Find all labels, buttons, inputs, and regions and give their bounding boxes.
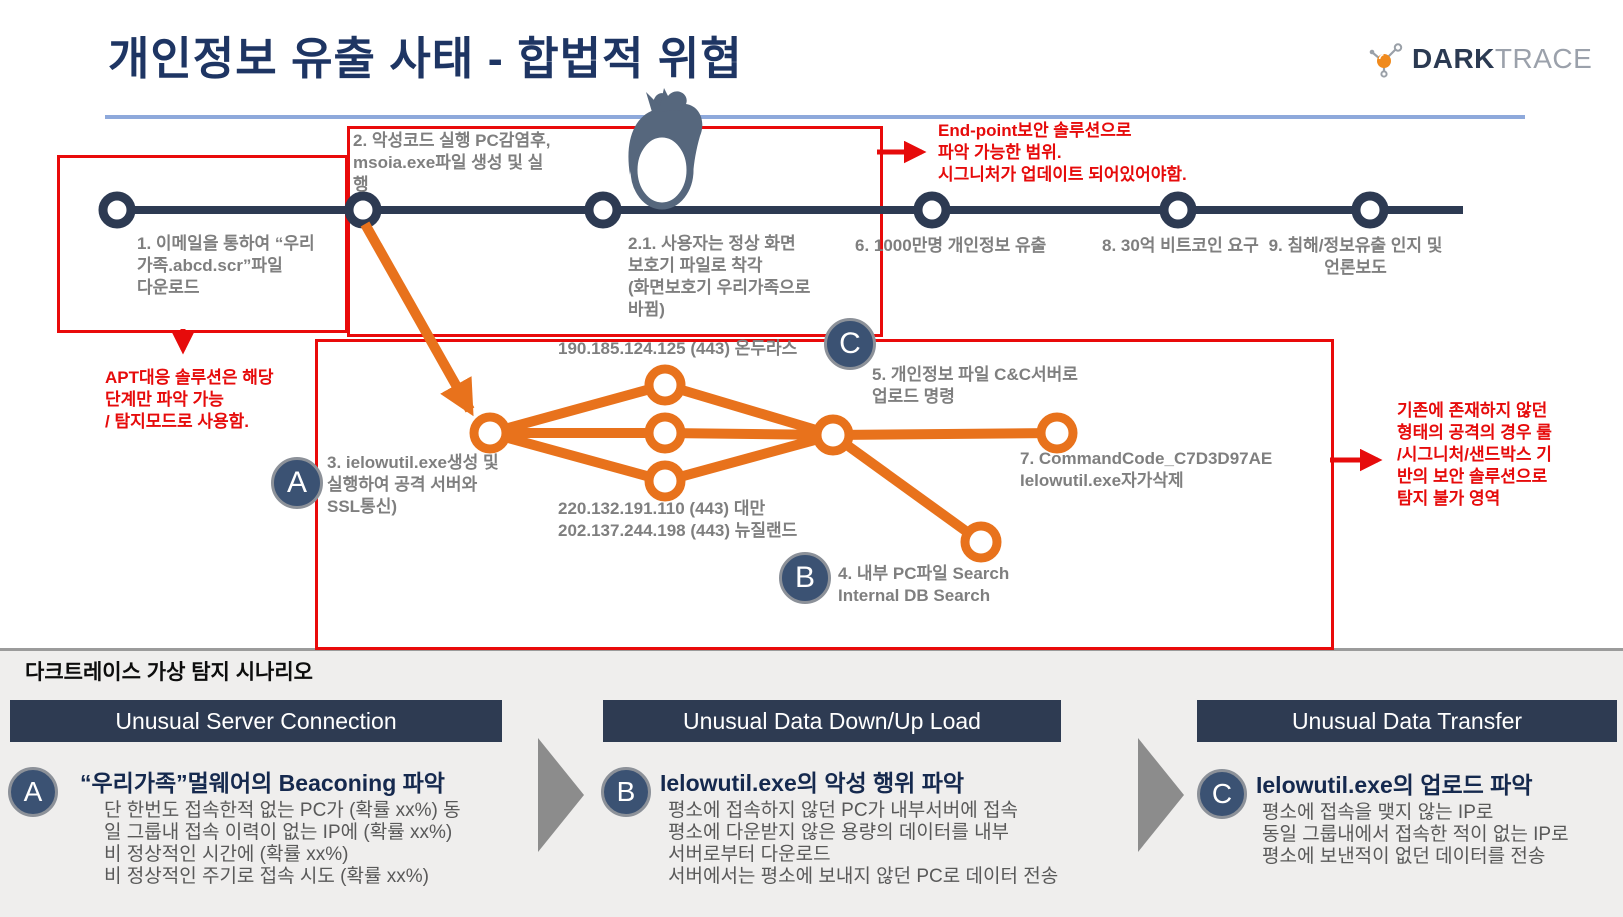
panel-a-title: “우리가족”멀웨어의 Beaconing 파악 bbox=[80, 770, 445, 796]
node-internal-search bbox=[960, 521, 1002, 563]
c2-network-nodes bbox=[469, 364, 1078, 563]
timeline-label-1: 1. 이메일을 통하여 “우리 가족.abcd.scr”파일 다운로드 bbox=[137, 234, 315, 298]
annotation-endpoint: End-point보안 솔루션으로 파악 가능한 범위. 시그니처가 업데이트 … bbox=[938, 121, 1187, 185]
timeline-nodes bbox=[98, 191, 1389, 229]
ip-label-taiwan-nz: 220.132.191.110 (443) 대만 202.137.244.198… bbox=[558, 499, 798, 541]
diagram-badge-a: A bbox=[271, 457, 323, 509]
header-unusual-data-downupload: Unusual Data Down/Up Load bbox=[603, 700, 1061, 742]
node-infected-pc bbox=[469, 412, 511, 454]
network-label-step3: 3. ielowutil.exe생성 및 실행하여 공격 서버와 SSL통신) bbox=[327, 453, 499, 517]
node-server-honduras bbox=[644, 364, 686, 406]
darktrace-logo: DARKTRACE bbox=[1368, 40, 1592, 78]
panel-a-body: 단 한번도 접속한적 없는 PC가 (확률 xx%) 동 일 그룹내 접속 이력… bbox=[104, 800, 461, 887]
scenario-title: 다크트레이스 가상 탐지 시나리오 bbox=[25, 661, 313, 684]
network-label-step7: 7. CommandCode_C7D3D97AE Ielowutil.exe자가… bbox=[1020, 449, 1273, 491]
infection-arrow bbox=[360, 221, 475, 417]
person-icon bbox=[628, 88, 703, 210]
timeline-node-2-1 bbox=[584, 191, 622, 229]
timeline-node-9 bbox=[1351, 191, 1389, 229]
panel-badge-b: B bbox=[601, 767, 651, 817]
timeline-node-6 bbox=[913, 191, 951, 229]
annotation-apt: APT대응 솔루션은 해당 단계만 파악 가능 / 탐지모드로 사용함. bbox=[105, 368, 274, 432]
network-label-step5: 5. 개인정보 파일 C&C서버로 업로드 명령 bbox=[872, 365, 1078, 407]
panel-c-body: 평소에 접속을 맺지 않는 IP로 동일 그룹내에서 접속한 적이 없는 IP로… bbox=[1262, 802, 1569, 867]
network-label-step4: 4. 내부 PC파일 Search Internal DB Search bbox=[838, 564, 1010, 606]
timeline-label-6: 6. 1000만명 개인정보 유출 bbox=[855, 236, 1047, 255]
redbox-step2 bbox=[347, 126, 883, 337]
timeline-label-2-1: 2.1. 사용자는 정상 화면 보호기 파일로 착각 (화면보호기 우리가족으로… bbox=[628, 234, 811, 320]
logo-text-dark: DARK bbox=[1412, 43, 1495, 74]
scenario-strip bbox=[0, 648, 1623, 917]
chevron-right-icon-1 bbox=[538, 738, 584, 852]
timeline-node-1 bbox=[98, 191, 136, 229]
timeline-node-8 bbox=[1159, 191, 1197, 229]
timeline-label-8: 8. 30억 비트코인 요구 bbox=[1102, 236, 1259, 255]
c2-network-edges bbox=[360, 221, 1058, 547]
panel-b-title: Ielowutil.exe의 악성 행위 파악 bbox=[660, 770, 965, 796]
chevron-right-icon-2 bbox=[1138, 738, 1184, 852]
timeline-label-2: 2. 악성코드 실행 PC감염후, msoia.exe파일 생성 및 실 행 bbox=[353, 131, 551, 195]
node-server-taiwan-nz bbox=[644, 460, 686, 502]
darktrace-network-icon bbox=[1369, 43, 1403, 78]
panel-badge-c: C bbox=[1197, 769, 1247, 819]
annotation-unknown: 기존에 존재하지 않던 형태의 공격의 경우 룰 /시그니처/샌드박스 기 반의… bbox=[1397, 401, 1552, 509]
diagram-badge-b: B bbox=[779, 552, 831, 604]
timeline-label-9: 9. 침해/정보유출 인지 및 언론보도 bbox=[1268, 236, 1443, 278]
ip-label-honduras: 190.185.124.125 (443) 온두라스 bbox=[558, 339, 798, 358]
header-unusual-server-connection: Unusual Server Connection bbox=[10, 700, 502, 742]
red-callout-arrows bbox=[171, 140, 1383, 472]
node-selfdelete bbox=[1036, 412, 1078, 454]
node-cc-hub bbox=[812, 414, 854, 456]
panel-b-body: 평소에 접속하지 않던 PC가 내부서버에 접속 평소에 다운받지 않은 용량의… bbox=[668, 800, 1059, 887]
title-divider bbox=[105, 115, 1525, 119]
panel-c-title: Ielowutil.exe의 업로드 파악 bbox=[1256, 772, 1533, 798]
timeline-node-2 bbox=[344, 191, 382, 229]
header-unusual-data-transfer: Unusual Data Transfer bbox=[1197, 700, 1617, 742]
panel-badge-a: A bbox=[8, 767, 58, 817]
diagram-badge-c: C bbox=[824, 318, 876, 370]
page-title: 개인정보 유출 사태 - 합법적 위협 bbox=[108, 33, 743, 84]
redbox-step1 bbox=[57, 155, 348, 333]
node-server-mid bbox=[644, 412, 686, 454]
logo-text-trace: TRACE bbox=[1494, 43, 1593, 74]
